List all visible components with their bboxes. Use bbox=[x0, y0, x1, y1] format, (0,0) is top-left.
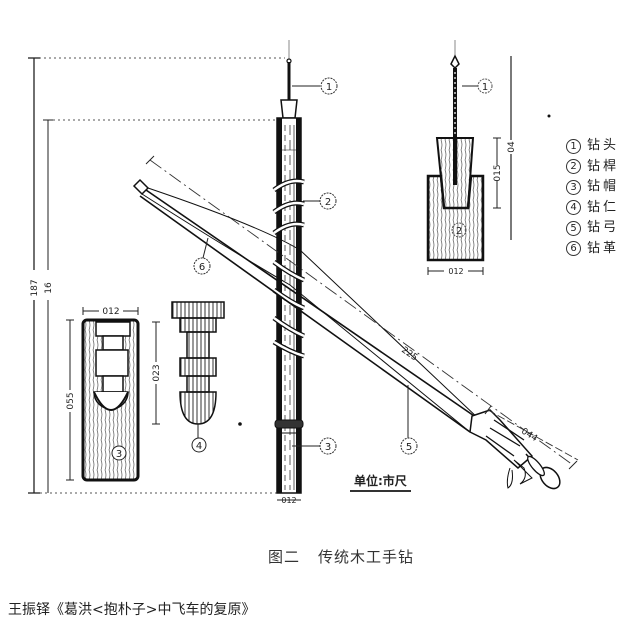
legend-number: 1 bbox=[566, 138, 581, 154]
callout-5-bow: 5 bbox=[406, 442, 412, 453]
legend-label: 钻头 bbox=[587, 138, 620, 153]
drill-cap-section bbox=[64, 305, 140, 482]
cap-height-label: 055 bbox=[66, 392, 76, 409]
handle-length-label: 044 bbox=[519, 427, 539, 445]
legend-number: 4 bbox=[566, 200, 581, 216]
callout-2-detail: 2 bbox=[456, 226, 462, 237]
bit-height-label: 04 bbox=[507, 141, 517, 153]
bow-length-label: 225 bbox=[399, 345, 419, 363]
callout-6-strap: 6 bbox=[199, 262, 205, 273]
callout-3-cap: 3 bbox=[116, 449, 122, 460]
legend-item: 3 钻帽 bbox=[566, 177, 619, 198]
legend-label: 钻弓 bbox=[587, 220, 620, 235]
legend-number: 3 bbox=[566, 179, 581, 195]
legend-number: 6 bbox=[566, 241, 581, 257]
parts-legend: 1 钻头 2 钻桿 3 钻帽 4 钻仁 5 钻弓 6 钻革 bbox=[566, 136, 619, 259]
cap-width-label: 012 bbox=[102, 307, 119, 317]
shaft-height-label: 16 bbox=[44, 282, 54, 294]
legend-label: 钻帽 bbox=[587, 179, 620, 194]
total-height-label: 187 bbox=[30, 279, 40, 296]
dot-mark-2 bbox=[547, 114, 551, 118]
legend-label: 钻革 bbox=[587, 240, 620, 256]
source-credit: 王振铎《葛洪<抱朴子>中飞车的复原》 bbox=[8, 602, 256, 618]
callout-3-main: 3 bbox=[325, 442, 331, 453]
bit-block-width-label: 012 bbox=[448, 267, 463, 276]
legend-item: 5 钻弓 bbox=[566, 218, 619, 239]
legend-label: 钻仁 bbox=[587, 199, 620, 215]
figure-number: 图二 bbox=[268, 548, 301, 566]
figure-caption: 图二传统木工手钻 bbox=[268, 546, 414, 567]
shaft-width-label: 012 bbox=[281, 496, 296, 505]
drill-bow bbox=[132, 155, 579, 490]
legend-item: 2 钻桿 bbox=[566, 157, 619, 178]
legend-item: 1 钻头 bbox=[566, 136, 619, 157]
callout-4-core: 4 bbox=[196, 441, 202, 452]
callout-1-detail: 1 bbox=[482, 82, 488, 93]
drill-shaft bbox=[272, 40, 338, 501]
unit-label: 单位:市尺 bbox=[350, 472, 411, 492]
bit-socket-label: 015 bbox=[493, 164, 503, 181]
legend-item: 4 钻仁 bbox=[566, 198, 619, 219]
legend-item: 6 钻革 bbox=[566, 239, 619, 260]
height-dimensions bbox=[28, 57, 285, 494]
figure-title: 传统木工手钻 bbox=[318, 548, 415, 566]
callout-2-shaft: 2 bbox=[325, 197, 331, 208]
callout-1-bit: 1 bbox=[326, 82, 332, 93]
legend-number: 5 bbox=[566, 220, 581, 236]
bit-detail-view bbox=[426, 40, 517, 276]
dot-mark bbox=[238, 422, 242, 426]
core-height-label: 023 bbox=[152, 364, 162, 381]
legend-label: 钻桿 bbox=[587, 158, 620, 174]
drill-core bbox=[150, 301, 225, 453]
legend-number: 2 bbox=[566, 159, 581, 175]
